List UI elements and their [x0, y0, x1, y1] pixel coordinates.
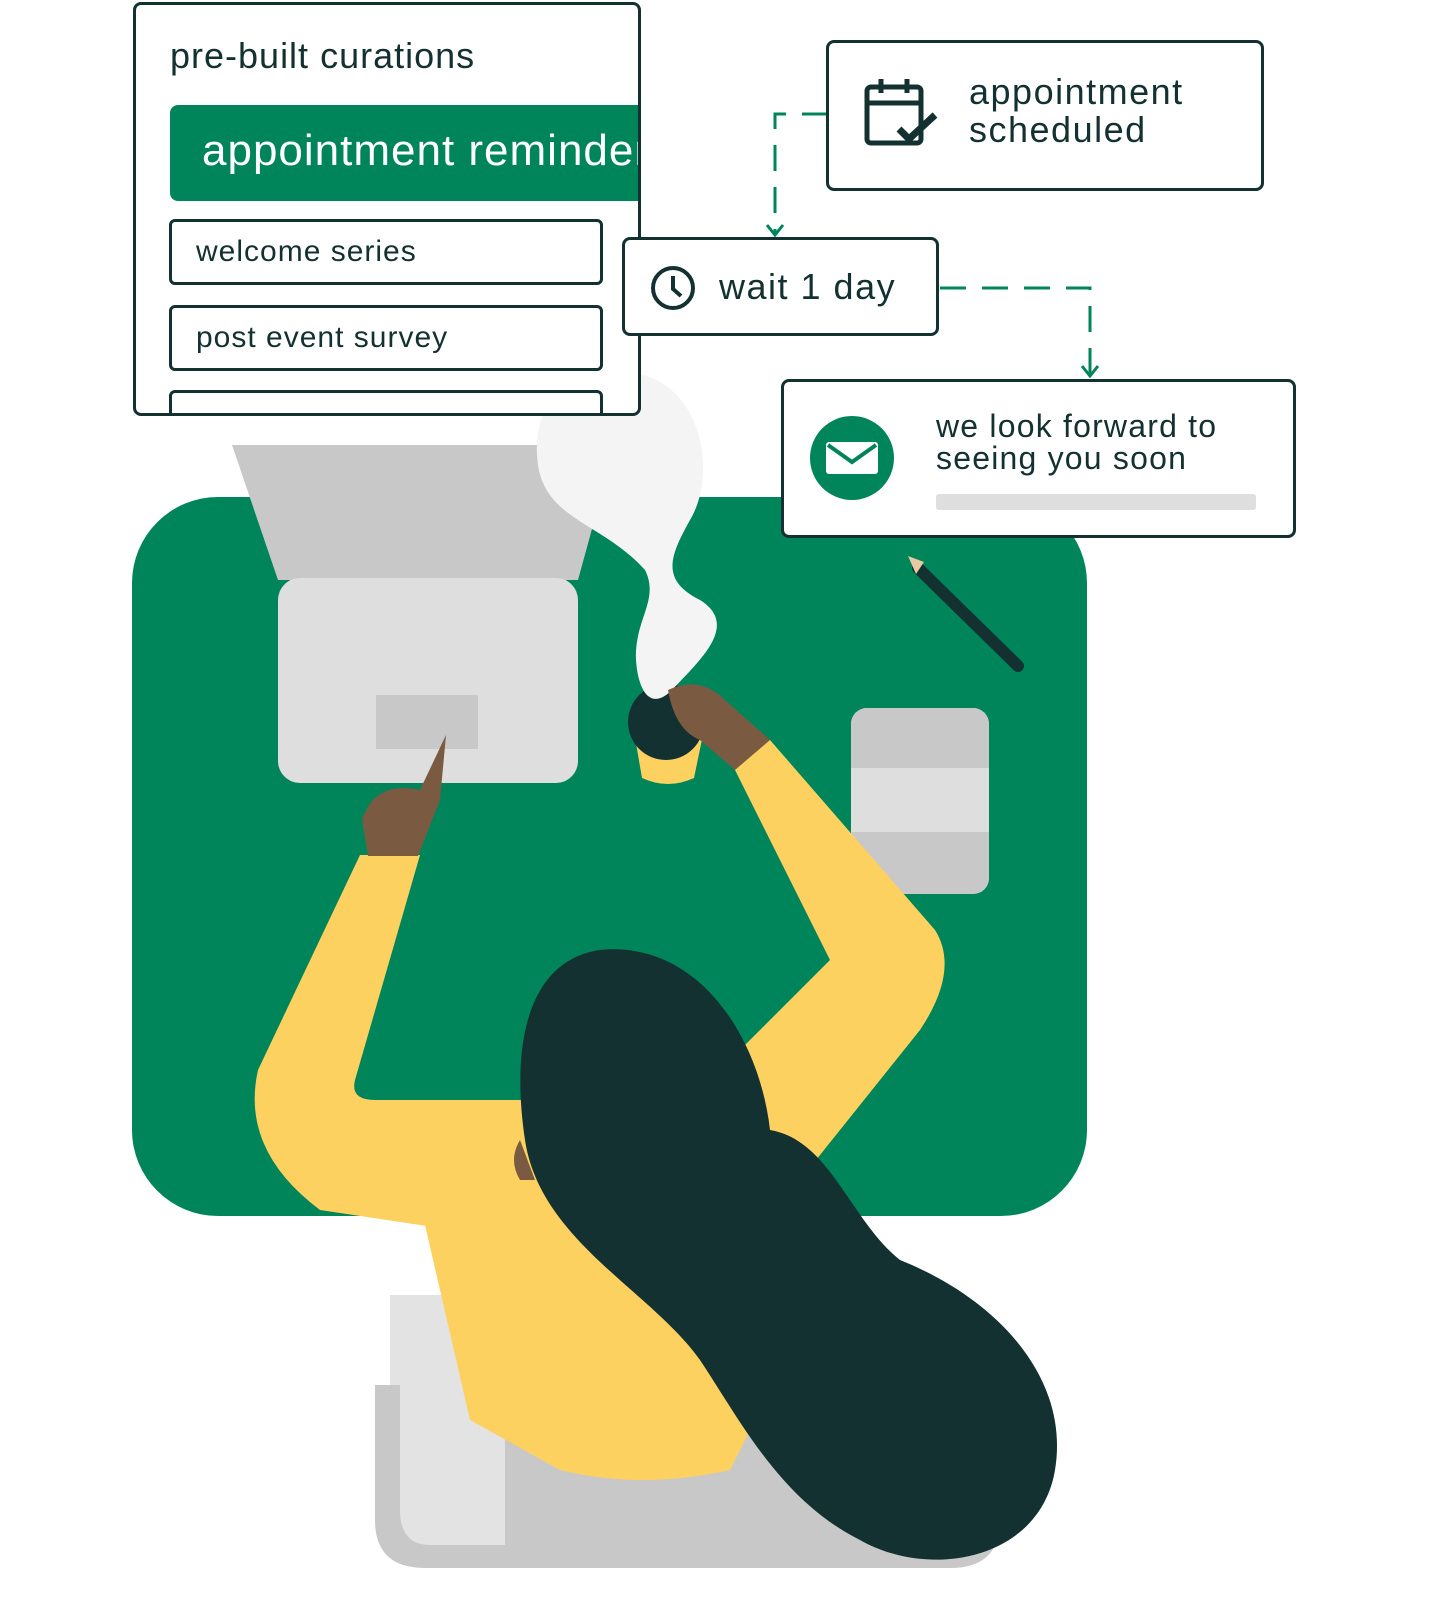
- trigger-label: appointment scheduled: [969, 71, 1184, 150]
- laptop-trackpad: [376, 695, 478, 749]
- connector-wait-to-email: [940, 286, 1092, 374]
- curations-panel: pre-built curations appointment reminder…: [133, 2, 641, 416]
- curations-title: pre-built curations: [170, 35, 476, 76]
- envelope-icon: [826, 442, 878, 474]
- steam: [536, 372, 717, 699]
- hand-right: [668, 684, 770, 770]
- email-subject: we look forward to seeing you soon: [936, 408, 1218, 476]
- email-card[interactable]: we look forward to seeing you soon: [781, 379, 1296, 538]
- trigger-card[interactable]: appointment scheduled: [826, 40, 1264, 191]
- wait-label: wait 1 day: [719, 266, 897, 307]
- hair: [520, 949, 1058, 1560]
- ear: [514, 1140, 535, 1180]
- curation-option-welcome-series[interactable]: welcome series: [169, 219, 603, 285]
- hand-left: [362, 735, 446, 856]
- curation-option-appointment-reminder[interactable]: appointment reminder: [170, 105, 638, 201]
- pencil-tip: [908, 556, 924, 574]
- email-icon-badge: [810, 416, 894, 500]
- wait-card[interactable]: wait 1 day: [622, 237, 939, 336]
- pencil: [912, 562, 1024, 672]
- curation-option-post-event-survey[interactable]: post event survey: [169, 305, 603, 371]
- curation-option-partial[interactable]: [169, 390, 603, 413]
- connector-trigger-to-wait: [773, 112, 828, 233]
- calendar-check-icon: [864, 79, 938, 146]
- email-body-placeholder: [936, 494, 1256, 510]
- clock-icon: [651, 266, 695, 310]
- laptop-base: [278, 578, 578, 783]
- laptop-screen: [232, 445, 615, 580]
